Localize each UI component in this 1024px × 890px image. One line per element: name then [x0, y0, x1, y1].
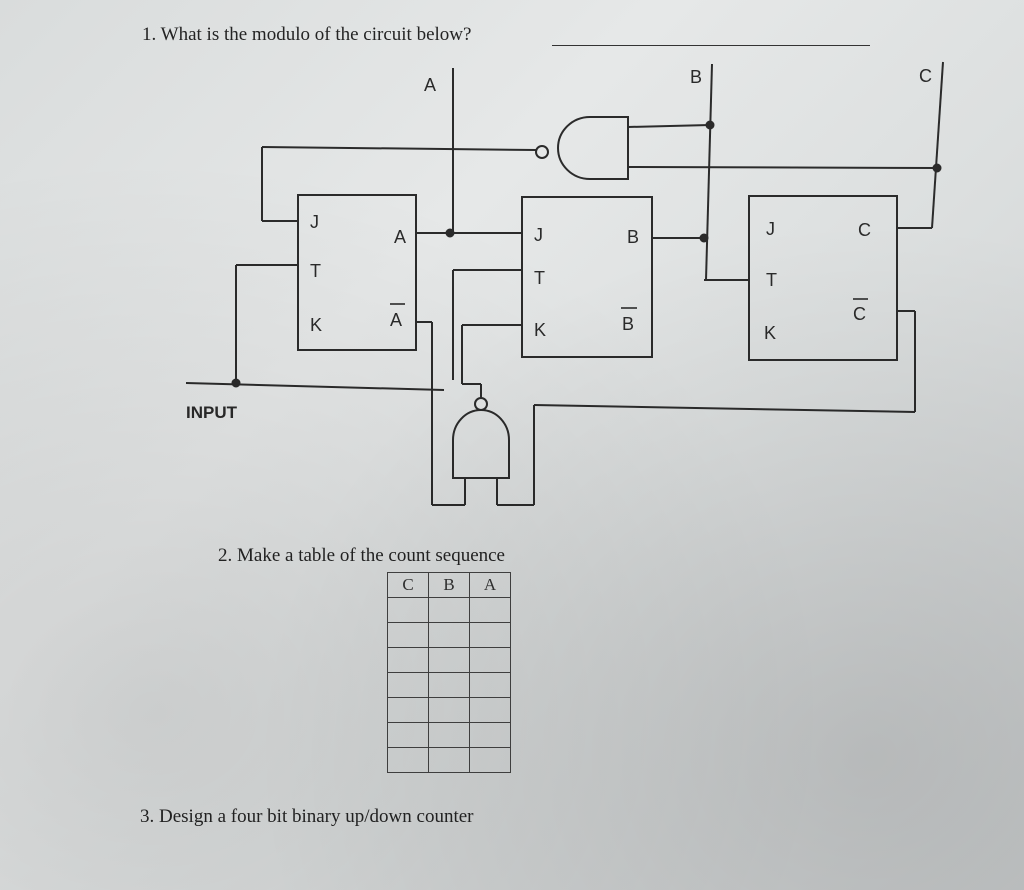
ff-a-k-label: K: [310, 315, 322, 335]
ff-c-k-label: K: [764, 323, 776, 343]
table-cell[interactable]: [469, 647, 511, 673]
flip-flop-a: [297, 194, 417, 351]
output-label-b: B: [690, 67, 702, 87]
lower-nand-bubble: [474, 397, 488, 411]
question-1: 1. What is the modulo of the circuit bel…: [142, 24, 472, 45]
table-cell[interactable]: [387, 597, 429, 623]
lower-nand-gate: [452, 409, 510, 479]
table-header-a: A: [469, 572, 511, 598]
table-row: [387, 672, 511, 698]
table-row: [387, 697, 511, 723]
answer-blank-line: [552, 45, 870, 46]
input-label: INPUT: [186, 403, 238, 422]
ff-b-k-label: K: [534, 320, 546, 340]
table-cell[interactable]: [469, 672, 511, 698]
wire-c-to-nand: [627, 166, 938, 169]
table-cell[interactable]: [469, 622, 511, 648]
table-cell[interactable]: [469, 747, 511, 773]
table-cell[interactable]: [387, 622, 429, 648]
ff-b-j-label: J: [534, 225, 543, 245]
output-label-c: C: [919, 66, 932, 86]
table-cell[interactable]: [387, 747, 429, 773]
ff-b-qbar-label: B: [622, 314, 634, 334]
table-cell[interactable]: [387, 722, 429, 748]
junction-b-out: [699, 233, 709, 243]
upper-nand-bubble: [535, 145, 549, 159]
flip-flop-b: [521, 196, 653, 358]
wire-cbar-left: [533, 404, 916, 413]
ff-c-t-label: T: [766, 270, 777, 290]
table-cell[interactable]: [469, 697, 511, 723]
table-cell[interactable]: [469, 722, 511, 748]
wire-nand-out-top: [261, 146, 537, 151]
table-cell[interactable]: [387, 672, 429, 698]
ff-c-qbar-label: C: [853, 304, 866, 324]
ff-c-j-label: J: [766, 219, 775, 239]
table-cell[interactable]: [428, 697, 470, 723]
ff-a-qbar-label: A: [390, 310, 402, 330]
ff-a-q-label: A: [394, 227, 406, 247]
table-cell[interactable]: [428, 672, 470, 698]
table-cell[interactable]: [428, 597, 470, 623]
table-row: [387, 597, 511, 623]
output-label-a: A: [424, 75, 436, 95]
table-header-c: C: [387, 572, 429, 598]
table-row: [387, 722, 511, 748]
table-cell[interactable]: [428, 647, 470, 673]
ff-c-q-label: C: [858, 220, 871, 240]
question-3: 3. Design a four bit binary up/down coun…: [140, 806, 474, 827]
table-row: [387, 622, 511, 648]
wire-b-vertical: [705, 63, 713, 281]
question-2: 2. Make a table of the count sequence: [218, 545, 505, 566]
count-sequence-table: C B A: [387, 572, 511, 773]
wire-input: [185, 382, 445, 391]
table-cell[interactable]: [428, 622, 470, 648]
table-cell[interactable]: [428, 722, 470, 748]
table-row: [387, 647, 511, 673]
ff-b-q-label: B: [627, 227, 639, 247]
wire-b-to-nand: [627, 124, 711, 128]
flip-flop-c: [748, 195, 898, 361]
table-cell[interactable]: [469, 597, 511, 623]
table-cell[interactable]: [387, 647, 429, 673]
ff-a-t-label: T: [310, 261, 321, 281]
ff-b-t-label: T: [534, 268, 545, 288]
table-cell[interactable]: [387, 697, 429, 723]
ff-a-j-label: J: [310, 212, 319, 232]
table-row: [387, 747, 511, 773]
wire-c-vertical: [931, 61, 944, 229]
table-header-b: B: [428, 572, 470, 598]
junction-a: [445, 228, 455, 238]
table-header-row: C B A: [387, 572, 511, 598]
upper-nand-gate: [557, 116, 629, 180]
table-cell[interactable]: [428, 747, 470, 773]
